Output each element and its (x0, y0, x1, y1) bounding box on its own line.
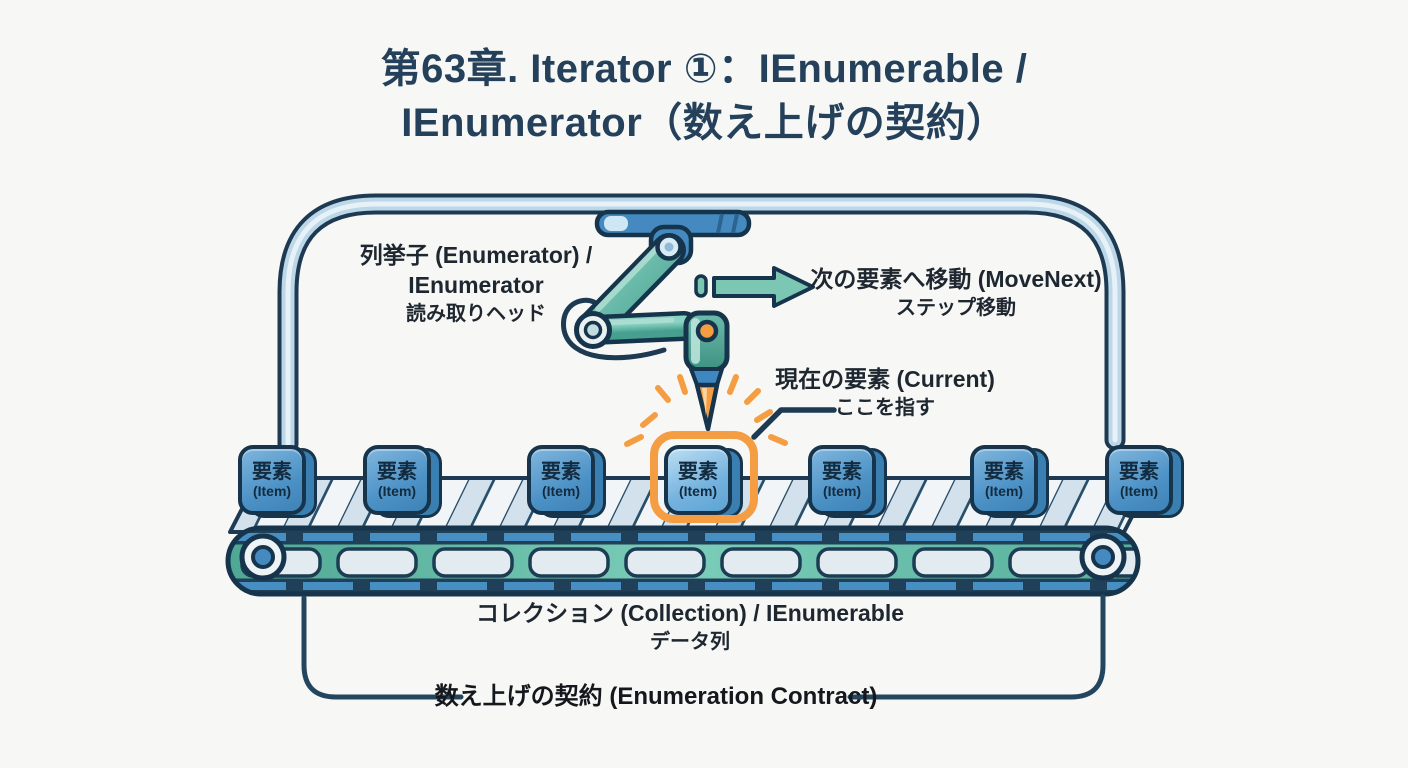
item-label-sub: (Item) (984, 483, 1024, 499)
current-pointer-line (751, 407, 837, 440)
item-label-sub: (Item) (252, 483, 292, 499)
item-label-sub: (Item) (678, 483, 718, 499)
item-face: 要素 (Item) (1105, 445, 1173, 515)
current-label: 現在の要素 (Current) ここを指す (775, 364, 995, 422)
item-face: 要素 (Item) (363, 445, 431, 515)
item-label-kanji: 要素 (984, 461, 1024, 483)
collection-label: コレクション (Collection) / IEnumerable データ列 (476, 598, 904, 656)
highlight-rays-icon (624, 374, 788, 447)
item-face: 要素 (Item) (664, 445, 732, 515)
robot-arm-icon (561, 209, 752, 432)
item-box-3: 要素 (Item) (527, 445, 595, 515)
item-box-7: 要素 (Item) (1105, 445, 1173, 515)
collection-label-line1: コレクション (Collection) / IEnumerable (475, 600, 905, 626)
item-box-2: 要素 (Item) (363, 445, 431, 515)
contract-label: 数え上げの契約 (Enumeration Contract) (435, 683, 878, 711)
item-label-sub: (Item) (1119, 483, 1159, 499)
enumerator-label-line3: 読み取りヘッド (405, 303, 546, 325)
item-label-kanji: 要素 (678, 461, 718, 483)
contract-label-text: 数え上げの契約 (Enumeration Contract) (434, 683, 878, 710)
item-face: 要素 (Item) (808, 445, 876, 515)
item-label-sub: (Item) (541, 483, 581, 499)
arm-joint-dot-icon (695, 319, 719, 343)
item-label-kanji: 要素 (822, 461, 862, 483)
item-face: 要素 (Item) (970, 445, 1038, 515)
item-label-kanji: 要素 (541, 461, 581, 483)
item-label-kanji: 要素 (1119, 461, 1159, 483)
contract-bracket (301, 594, 1106, 700)
movenext-label-line1: 次の要素へ移動 (MoveNext) (810, 266, 1102, 292)
item-face: 要素 (Item) (238, 445, 306, 515)
reader-needle-icon (694, 382, 720, 432)
movenext-arrow-icon (694, 266, 815, 308)
movenext-label-line2: ステップ移動 (895, 297, 1016, 319)
page-title-line2: IEnumerator（数え上げの契約） (401, 101, 1007, 145)
current-label-line1: 現在の要素 (Current) (775, 366, 995, 392)
item-box-5: 要素 (Item) (808, 445, 876, 515)
page-title-line1: 第63章. Iterator ①：IEnumerable / (380, 47, 1028, 91)
movenext-label: 次の要素へ移動 (MoveNext) ステップ移動 (810, 264, 1101, 322)
page-title: 第63章. Iterator ①：IEnumerable / IEnumerat… (0, 42, 1408, 150)
item-face: 要素 (Item) (527, 445, 595, 515)
item-box-6: 要素 (Item) (970, 445, 1038, 515)
enumerator-label-line1: 列挙子 (Enumerator) / (359, 242, 593, 268)
item-box-1: 要素 (Item) (238, 445, 306, 515)
item-box-4-current: 要素 (Item) (664, 445, 732, 515)
item-label-kanji: 要素 (252, 461, 292, 483)
item-label-kanji: 要素 (377, 461, 417, 483)
current-label-line2: ここを指す (835, 397, 935, 419)
item-label-sub: (Item) (377, 483, 417, 499)
enumerator-label: 列挙子 (Enumerator) / IEnumerator 読み取りヘッド (360, 240, 593, 328)
enumerator-label-line2: IEnumerator (408, 272, 544, 298)
item-label-sub: (Item) (822, 483, 862, 499)
frame-loop (277, 193, 1126, 455)
current-item-highlight-ring (650, 431, 758, 523)
conveyor-belt-icon (225, 476, 1154, 597)
collection-label-line2: データ列 (649, 631, 730, 653)
